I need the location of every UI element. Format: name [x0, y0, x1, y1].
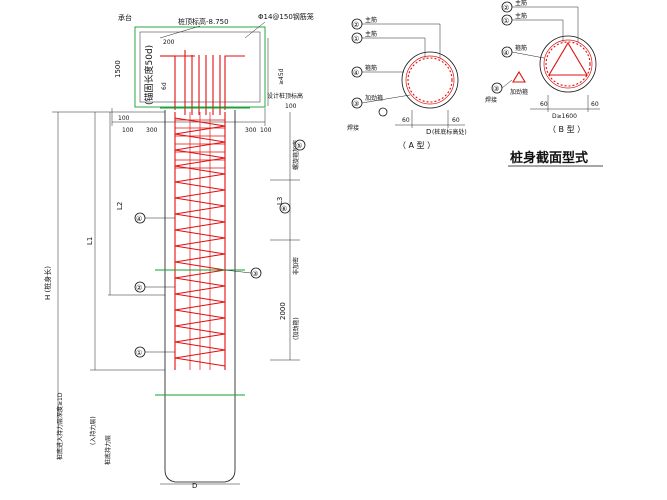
cap-base-dims: 100 300 300 100 100 — [111, 107, 272, 134]
cap-outline — [134, 26, 266, 108]
dim-100-right: 100 — [285, 103, 297, 110]
L1-label: L1 — [86, 237, 94, 245]
section-b: 60 60 D≥1600 （ B 型 ） ② 主筋 ① 主筋 ④ 箍筋 ③ 加劲… — [485, 0, 600, 134]
leader — [361, 94, 411, 104]
section-a: 60 60 D (桩底标高处) （ A 型 ） ② 主筋 ① 主筋 ④ 箍筋 ③… — [347, 16, 467, 150]
leader — [224, 269, 252, 274]
b-label-2: 箍筋 — [515, 44, 527, 52]
pile-markers: ④ ② ① ③ ⑤ ⑥ — [134, 139, 306, 358]
a-dim-60a: 60 — [402, 117, 410, 124]
design-elevation: 设计桩顶标高 — [267, 92, 303, 100]
a-weld-circle — [378, 107, 388, 117]
cap-label: 承台 — [118, 13, 132, 22]
b-marker-4-text: ④ — [503, 49, 509, 57]
pile-right-dims: 螺旋箍加密 L3 非加密 2000 (加劲箍) — [270, 112, 300, 361]
b-caption: （ B 型 ） — [548, 125, 585, 134]
b-marker-2-text: ② — [503, 4, 509, 12]
a-caption: （ A 型 ） — [398, 141, 435, 150]
cap-inner — [139, 31, 261, 103]
rebar — [224, 55, 245, 110]
dim-1500: 1500 — [114, 60, 122, 78]
leader — [501, 79, 513, 89]
a-marker-4-text: ④ — [353, 69, 359, 77]
marker-6 — [279, 202, 291, 214]
cap-elevation: 桩顶标高-8.750 — [178, 17, 229, 26]
dim-100-c: 100 — [118, 115, 130, 122]
marker-2-text: ② — [136, 284, 142, 292]
bottom-note-2: (入持力层) — [89, 416, 97, 445]
section-a-rebar-ring — [405, 55, 455, 105]
marker-6-text: ⑥ — [281, 205, 287, 213]
b-dim-60a: 60 — [540, 101, 548, 108]
L3-label: L3 — [276, 197, 284, 205]
marker-4-text: ④ — [136, 215, 142, 223]
a-label-1: 主筋 — [365, 30, 377, 38]
a-dim-60b: 60 — [452, 117, 460, 124]
a-marker-2-text: ② — [353, 21, 359, 29]
leader — [511, 51, 545, 59]
dim-200: 200 — [163, 39, 175, 46]
dim-300-a: 300 — [146, 127, 158, 134]
L2-label: L2 — [116, 202, 124, 210]
section-b-hoop — [545, 41, 591, 87]
dim-300-b: 300 — [245, 127, 257, 134]
marker-3-text: ③ — [252, 270, 258, 278]
a-label-0: 主筋 — [365, 16, 377, 24]
b-dim-60b: 60 — [591, 101, 599, 108]
H-label: H (桩身长) — [43, 266, 52, 300]
section-a-hoop — [407, 57, 453, 103]
pile-outline — [164, 110, 236, 483]
a-label-2: 箍筋 — [365, 64, 377, 72]
section-b-outline — [539, 35, 597, 93]
anchor-length: (锚固长度50d) — [143, 45, 155, 105]
b-label-0: 主筋 — [515, 0, 527, 7]
spiral-dense-label: 螺旋箍加密 — [292, 140, 300, 170]
bottom-note: 桩底进入持力层深度≥1D — [56, 392, 64, 460]
dim-6d: 6d — [161, 82, 168, 90]
section-a-outline — [401, 51, 459, 109]
leader — [159, 25, 201, 39]
b-marker-3-text: ③ — [493, 85, 499, 93]
b-dim-D: D≥1600 — [552, 113, 577, 120]
b-weld-triangle — [512, 70, 526, 83]
pile-cap: 承台 桩顶标高-8.750 Φ14@150钢筋笼 200 1500 (锚固长度5… — [114, 12, 314, 110]
leader — [244, 21, 266, 39]
dim-100-b: 100 — [260, 127, 272, 134]
b-label-3: 加劲箍 — [510, 88, 528, 96]
section-title: 桩身截面型式 — [510, 150, 588, 166]
dim-2000: 2000 — [279, 302, 287, 320]
sparse-label: 非加密 — [292, 257, 300, 275]
b-label-4: 焊接 — [485, 96, 497, 104]
a-marker-3-text: ③ — [353, 100, 359, 108]
a-label-3: 加劲箍 — [365, 94, 383, 102]
pile-body: D — [155, 110, 245, 490]
marker-5 — [294, 139, 306, 151]
reinforce-label: (加劲箍) — [292, 317, 300, 340]
pile-diameter-label: D — [192, 482, 197, 490]
a-label-4: 焊接 — [347, 124, 359, 132]
pile-left-dims: H (桩身长) L1 L2 桩底进入持力层深度≥1D (入持力层) 桩底持力层 — [43, 111, 165, 465]
dim-45d: ≥45d — [278, 68, 285, 85]
cap-rebars — [160, 50, 245, 115]
section-b-rebar-ring — [543, 39, 593, 89]
marker-5-text: ⑤ — [296, 142, 302, 150]
a-dim-D: D — [426, 128, 431, 136]
cap-rebar-label: Φ14@150钢筋笼 — [258, 12, 314, 21]
a-dim-note: (桩底标高处) — [432, 128, 467, 136]
bottom-layer: 桩底持力层 — [104, 435, 112, 465]
section-b-triangle — [548, 41, 588, 76]
b-marker-1-text: ① — [503, 17, 509, 25]
b-label-1: 主筋 — [515, 12, 527, 20]
a-marker-1-text: ① — [353, 35, 359, 43]
dim-100-a: 100 — [122, 127, 134, 134]
marker-1-text: ① — [136, 349, 142, 357]
